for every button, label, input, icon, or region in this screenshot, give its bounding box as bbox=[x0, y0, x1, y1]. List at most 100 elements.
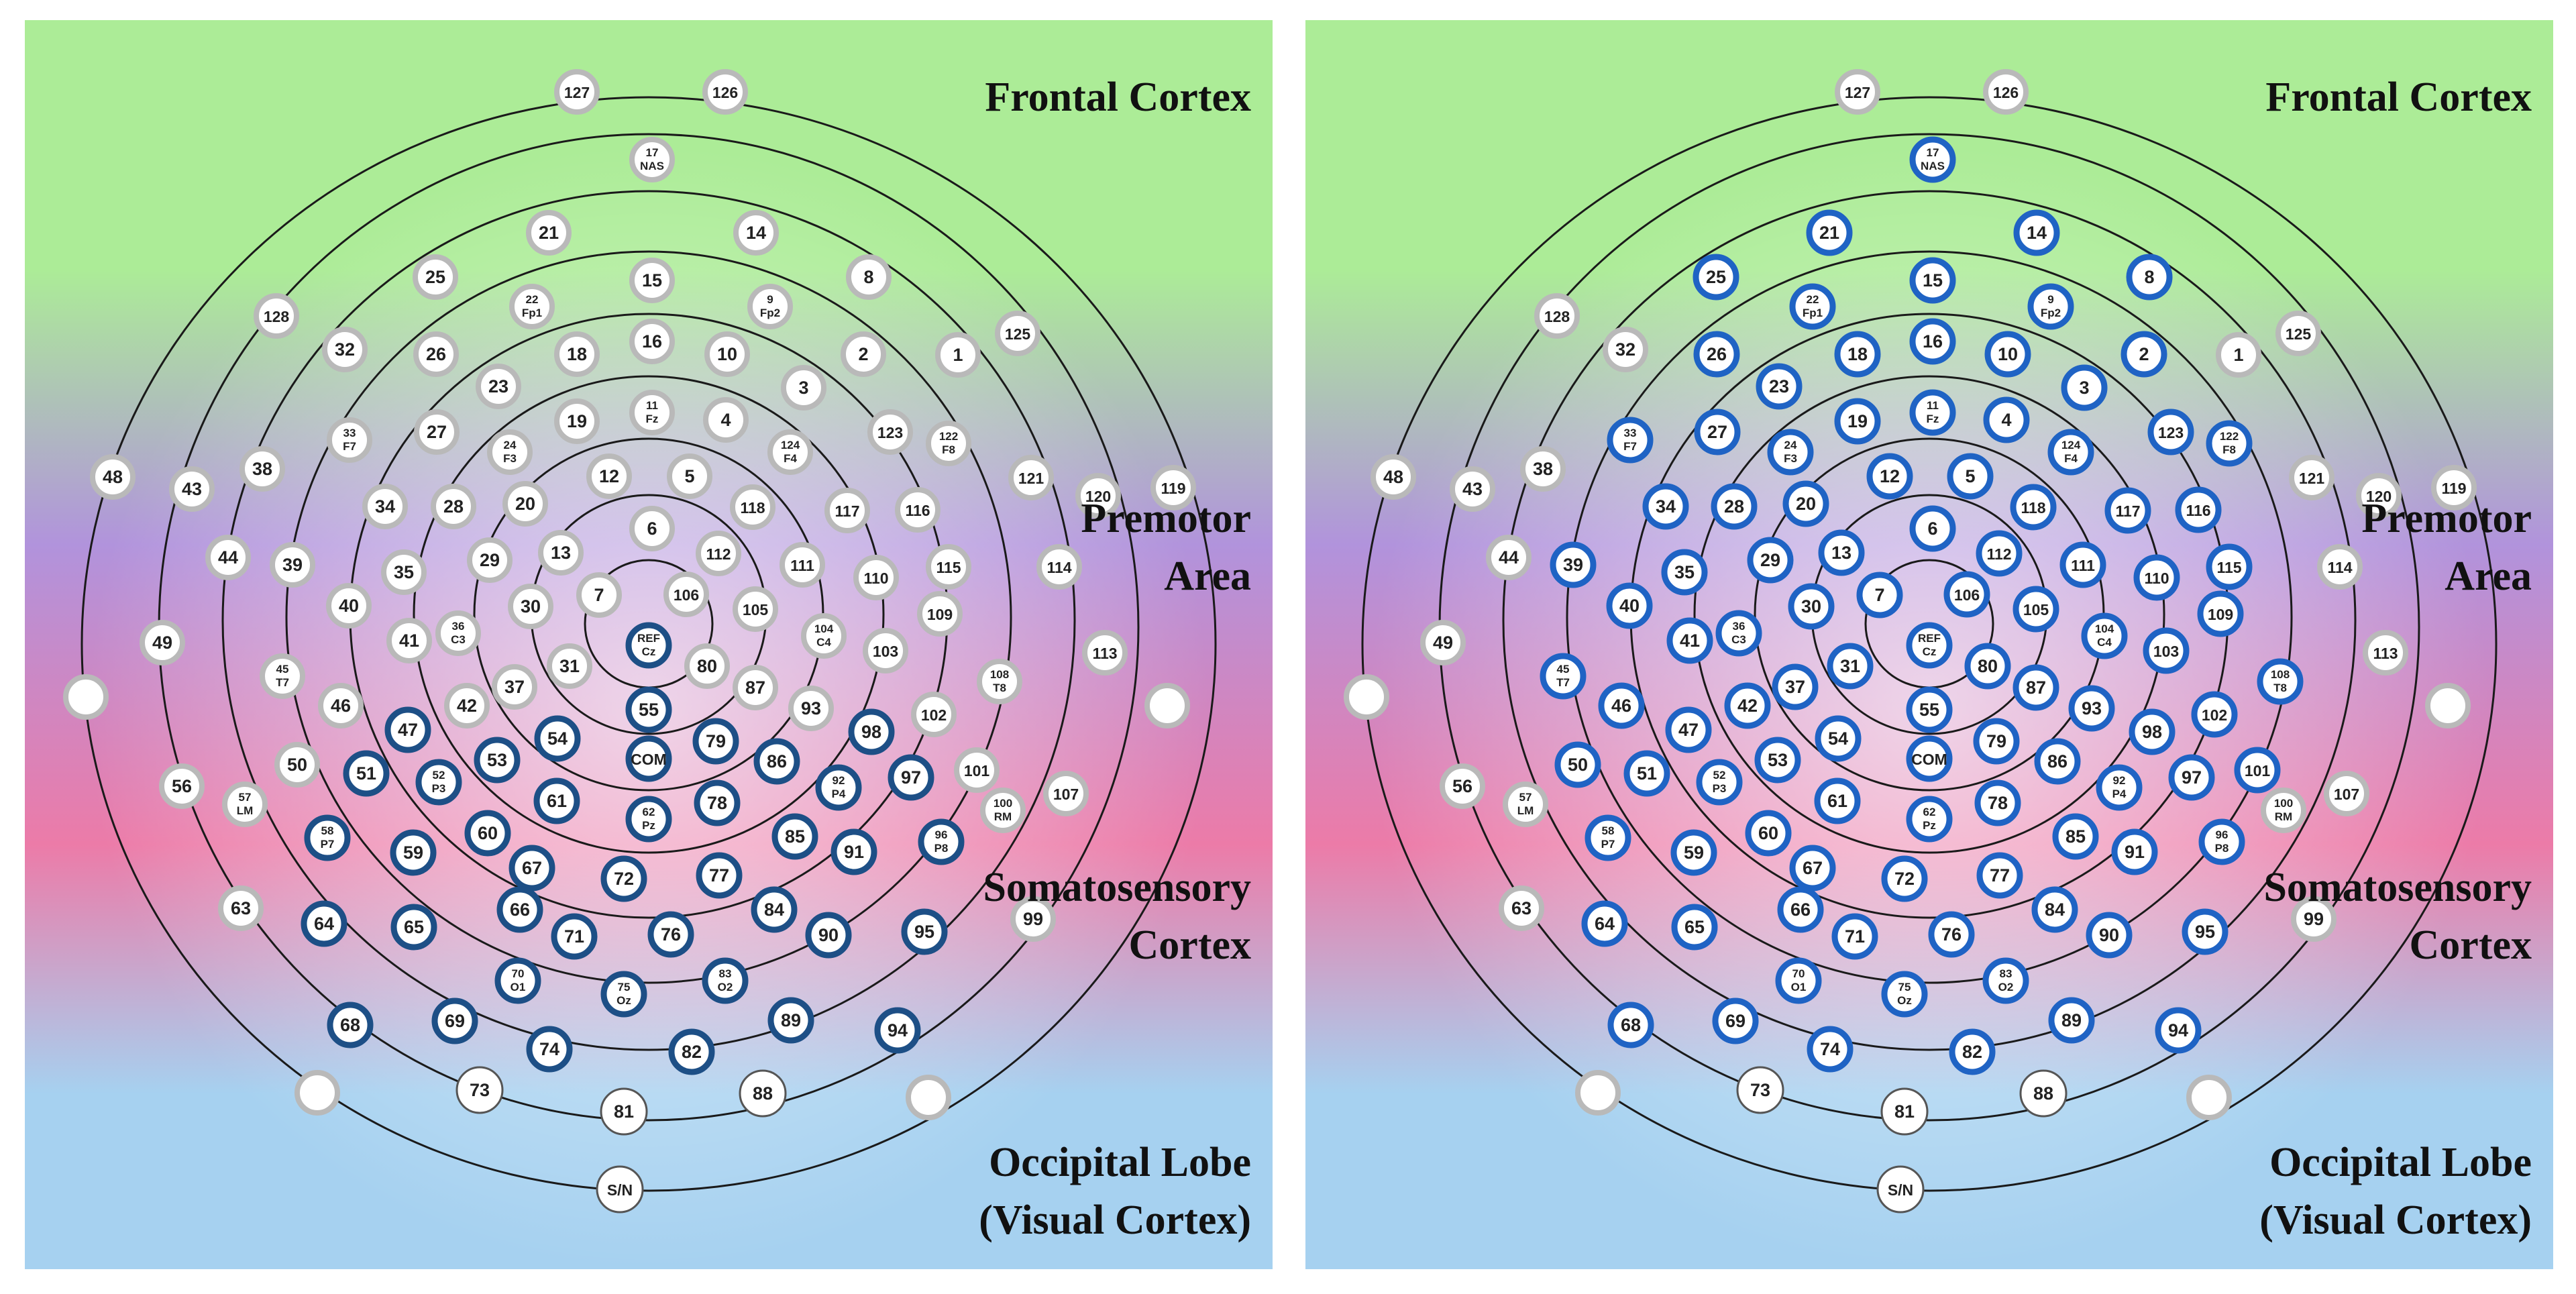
electrode-87[interactable]: 87 bbox=[733, 665, 778, 710]
electrode-125[interactable]: 125 bbox=[995, 311, 1040, 356]
electrode-110[interactable]: 110 bbox=[853, 555, 899, 600]
electrode-64[interactable]: 64 bbox=[301, 900, 347, 947]
electrode-42[interactable]: 42 bbox=[444, 683, 490, 729]
electrode-10[interactable]: 10 bbox=[704, 331, 750, 377]
electrode-105[interactable]: 105 bbox=[733, 586, 778, 632]
electrode-74[interactable]: 74 bbox=[526, 1026, 573, 1073]
electrode-99[interactable]: 99 bbox=[1010, 896, 1056, 942]
electrode-3[interactable]: 3 bbox=[781, 365, 826, 411]
electrode-60[interactable]: 60 bbox=[1745, 810, 1792, 857]
electrode-106[interactable]: 106 bbox=[663, 572, 709, 617]
electrode-68[interactable]: 68 bbox=[1607, 1002, 1654, 1048]
electrode-101[interactable]: 101 bbox=[954, 747, 1000, 793]
electrode-93[interactable]: 93 bbox=[788, 686, 834, 731]
electrode-72[interactable]: 72 bbox=[1881, 855, 1928, 902]
electrode-80[interactable]: 80 bbox=[684, 643, 730, 689]
electrode-32[interactable]: 32 bbox=[322, 327, 368, 372]
electrode-55[interactable]: 55 bbox=[1906, 686, 1953, 733]
electrode-81[interactable]: 81 bbox=[1880, 1087, 1929, 1136]
electrode-82[interactable]: 82 bbox=[1949, 1028, 1996, 1075]
electrode-63[interactable]: 63 bbox=[218, 885, 264, 931]
electrode-86[interactable]: 86 bbox=[753, 738, 800, 785]
electrode-116[interactable]: 116 bbox=[2175, 486, 2222, 533]
electrode-56[interactable]: 56 bbox=[1440, 763, 1485, 809]
electrode-106[interactable]: 106 bbox=[1943, 571, 1990, 618]
electrode-40[interactable]: 40 bbox=[326, 583, 372, 629]
electrode-97[interactable]: 97 bbox=[888, 754, 934, 801]
electrode-60[interactable]: 60 bbox=[464, 810, 511, 857]
electrode-118[interactable]: 118 bbox=[730, 484, 775, 530]
electrode-103[interactable]: 103 bbox=[2143, 627, 2190, 674]
electrode-95[interactable]: 95 bbox=[2182, 908, 2229, 955]
electrode-34[interactable]: 34 bbox=[1642, 483, 1689, 530]
electrode-com[interactable]: COM bbox=[1906, 735, 1953, 782]
electrode-sn[interactable]: S/N bbox=[596, 1165, 644, 1214]
electrode-7[interactable]: 7 bbox=[576, 572, 622, 618]
electrode-97[interactable]: 97 bbox=[2168, 754, 2215, 801]
electrode-110[interactable]: 110 bbox=[2133, 554, 2180, 601]
electrode-12[interactable]: 12 bbox=[1866, 453, 1913, 500]
electrode-77[interactable]: 77 bbox=[1976, 852, 2023, 899]
electrode-34[interactable]: 34 bbox=[362, 484, 408, 529]
electrode-117[interactable]: 117 bbox=[824, 488, 870, 533]
electrode-128[interactable]: 128 bbox=[1534, 293, 1580, 339]
electrode-79[interactable]: 79 bbox=[1973, 718, 2020, 765]
electrode-74[interactable]: 74 bbox=[1807, 1026, 1854, 1073]
electrode-127[interactable]: 127 bbox=[554, 69, 600, 115]
electrode-43[interactable]: 43 bbox=[169, 466, 215, 512]
electrode-blank[interactable] bbox=[2425, 683, 2471, 729]
electrode-68[interactable]: 68 bbox=[327, 1002, 374, 1048]
electrode-88[interactable]: 88 bbox=[739, 1069, 787, 1118]
electrode-49[interactable]: 49 bbox=[140, 620, 185, 665]
electrode-61[interactable]: 61 bbox=[533, 777, 580, 824]
electrode-43[interactable]: 43 bbox=[1450, 466, 1495, 512]
electrode-119[interactable]: 119 bbox=[2431, 465, 2477, 510]
electrode-25[interactable]: 25 bbox=[1693, 254, 1739, 301]
electrode-48[interactable]: 48 bbox=[90, 454, 136, 500]
electrode-2[interactable]: 2 bbox=[2121, 331, 2167, 378]
electrode-6[interactable]: 6 bbox=[1909, 505, 1956, 552]
electrode-56[interactable]: 56 bbox=[159, 763, 205, 809]
electrode-47[interactable]: 47 bbox=[1665, 706, 1712, 753]
electrode-90[interactable]: 90 bbox=[805, 912, 852, 959]
electrode-15[interactable]: 15 bbox=[629, 258, 675, 303]
electrode-89[interactable]: 89 bbox=[2048, 997, 2095, 1044]
electrode-66[interactable]: 66 bbox=[496, 886, 543, 933]
electrode-121[interactable]: 121 bbox=[2289, 455, 2334, 500]
electrode-99[interactable]: 99 bbox=[2291, 896, 2337, 942]
electrode-19[interactable]: 19 bbox=[1834, 398, 1881, 445]
electrode-125[interactable]: 125 bbox=[2275, 311, 2321, 356]
electrode-26[interactable]: 26 bbox=[413, 331, 459, 377]
electrode-27[interactable]: 27 bbox=[414, 409, 460, 455]
electrode-114[interactable]: 114 bbox=[2317, 544, 2363, 590]
electrode-111[interactable]: 111 bbox=[780, 542, 825, 588]
electrode-107[interactable]: 107 bbox=[1043, 771, 1089, 816]
electrode-blank[interactable] bbox=[63, 674, 109, 720]
electrode-76[interactable]: 76 bbox=[1928, 911, 1975, 958]
electrode-126[interactable]: 126 bbox=[1983, 69, 2029, 115]
electrode-31[interactable]: 31 bbox=[1827, 643, 1874, 690]
electrode-51[interactable]: 51 bbox=[343, 750, 390, 797]
electrode-19[interactable]: 19 bbox=[554, 398, 600, 444]
electrode-78[interactable]: 78 bbox=[1974, 779, 2021, 826]
electrode-35[interactable]: 35 bbox=[381, 549, 427, 595]
electrode-54[interactable]: 54 bbox=[1815, 715, 1862, 762]
electrode-73[interactable]: 73 bbox=[1736, 1066, 1784, 1114]
electrode-25[interactable]: 25 bbox=[413, 254, 458, 300]
electrode-120[interactable]: 120 bbox=[2356, 473, 2402, 519]
electrode-10[interactable]: 10 bbox=[1984, 331, 2031, 378]
electrode-blank[interactable] bbox=[1575, 1070, 1621, 1116]
electrode-128[interactable]: 128 bbox=[254, 293, 299, 339]
